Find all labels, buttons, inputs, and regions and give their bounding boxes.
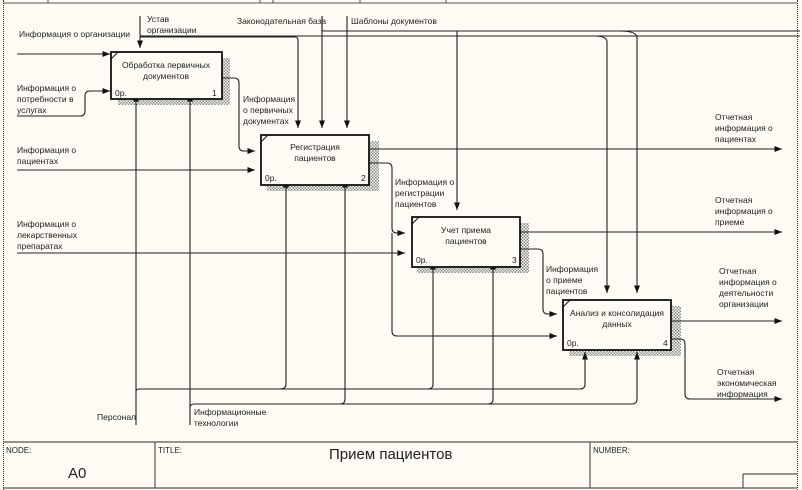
label-patients-info-line: пациентах xyxy=(17,156,59,166)
label-patients-info-line: Информация о xyxy=(17,145,76,155)
box-4-cost: 0р. xyxy=(567,338,579,348)
arrow-staff-to-box3 xyxy=(427,262,437,390)
label-report-economic-line: информация xyxy=(717,389,768,399)
arrow-reception xyxy=(520,248,557,318)
label-charter: Устав организации xyxy=(147,14,197,35)
frame-left-border xyxy=(3,0,4,490)
label-law-base: Законодательная база xyxy=(237,16,326,26)
label-report-patients-line: Отчетная xyxy=(715,112,753,122)
box-2-title-line-1: Регистрация xyxy=(290,142,340,152)
arrow-control-to-box4-a xyxy=(594,35,611,293)
box-2-number: 2 xyxy=(361,173,366,183)
label-charter-line: организации xyxy=(147,25,197,35)
arrow-it-bus xyxy=(189,352,641,409)
label-templates: Шаблоны документов xyxy=(351,16,437,26)
label-registration-line: регистрации xyxy=(395,188,445,198)
label-registration-line: Информация о xyxy=(395,177,454,187)
box-1-cost: 0р. xyxy=(115,88,127,98)
label-drugs-info-line: Информация о xyxy=(17,219,76,229)
box-4-title-line-1: Анализ и консолидация xyxy=(570,308,664,318)
box-3-title-line-1: Учет приема xyxy=(441,225,491,235)
arrow-it-to-box2 xyxy=(339,180,349,405)
footer-frame xyxy=(3,441,797,489)
label-primary-docs: Информация о первичных документах xyxy=(243,94,295,126)
box-3-title-line-2: пациентов xyxy=(445,236,487,246)
label-report-reception-line: информация о xyxy=(715,206,773,216)
label-registration-line: пациентов xyxy=(395,199,437,209)
box-1-number: 1 xyxy=(212,88,217,98)
arrow-it-to-box3 xyxy=(487,262,497,405)
diagram-title: Прием пациентов xyxy=(329,446,452,463)
label-it-line: технологии xyxy=(194,418,238,428)
label-reception-line: Информация xyxy=(546,264,598,274)
label-report-activity-line: информация о xyxy=(719,277,777,287)
label-primary-docs-line: о первичных xyxy=(243,105,294,115)
label-report-economic-line: Отчетная xyxy=(717,367,755,377)
label-drugs-info-line: лекарственных xyxy=(17,230,78,240)
box-1[interactable]: Обработка первичных документов 0р. 1 xyxy=(110,51,223,100)
label-needs-info-line: потребности в xyxy=(17,94,74,104)
arrow-report-economic xyxy=(672,338,782,403)
arrow-staff-bus xyxy=(135,352,589,392)
arrow-primary-docs xyxy=(222,77,255,155)
title-label: TITLE: xyxy=(158,446,182,455)
frame-right-border xyxy=(797,0,798,490)
label-report-patients-line: пациентах xyxy=(715,134,757,144)
box-1-title-line-1: Обработка первичных xyxy=(122,60,211,70)
label-drugs-info: Информация о лекарственных препаратах xyxy=(17,219,78,251)
label-patients-info: Информация о пациентах xyxy=(17,145,76,166)
label-reception-line: пациентов xyxy=(546,286,588,296)
node-label: NODE: xyxy=(6,446,31,455)
box-1-title-line-2: документов xyxy=(143,71,189,81)
label-primary-docs-line: Информация xyxy=(243,94,295,104)
label-primary-docs-line: документах xyxy=(243,116,289,126)
label-it: Информационные технологии xyxy=(194,407,267,428)
arrow-registration xyxy=(370,162,405,237)
arrow-charter xyxy=(139,16,800,37)
label-report-activity-line: Отчетная xyxy=(719,266,757,276)
label-report-activity: Отчетная информация о деятельности орган… xyxy=(719,266,777,309)
label-charter-line: Устав xyxy=(147,14,170,24)
number-label: NUMBER: xyxy=(593,446,630,455)
label-needs-info-line: услугах xyxy=(17,105,47,115)
box-3-cost: 0р. xyxy=(416,255,428,265)
arrow-control-bus-1 xyxy=(140,36,302,128)
arrow-needs-info xyxy=(17,87,110,117)
label-registration: Информация о регистрации пациентов xyxy=(395,177,454,209)
label-reception-line: о приеме xyxy=(546,275,583,285)
label-reception: Информация о приеме пациентов xyxy=(546,264,598,296)
label-report-reception-line: приеме xyxy=(715,217,745,227)
label-report-reception-line: Отчетная xyxy=(715,195,753,205)
label-report-patients-line: информация о xyxy=(715,123,773,133)
top-frame xyxy=(3,0,797,4)
box-2[interactable]: Регистрация пациентов 0р. 2 xyxy=(260,134,370,186)
label-report-reception: Отчетная информация о приеме xyxy=(715,195,773,227)
arrow-staff-to-box2 xyxy=(279,180,290,390)
label-needs-info-line: Информация о xyxy=(17,83,76,93)
label-report-economic-line: экономическая xyxy=(717,378,777,388)
arrows xyxy=(17,16,800,425)
node-value: A0 xyxy=(68,465,86,482)
box-4-number: 4 xyxy=(663,338,668,348)
box-4-title-line-2: данных xyxy=(602,319,632,329)
arrow-box2-to-box4 xyxy=(391,233,557,340)
box-3-number: 3 xyxy=(512,255,517,265)
label-org-info: Информация о организации xyxy=(19,29,130,39)
box-2-cost: 0р. xyxy=(265,173,277,183)
label-staff: Персонал xyxy=(97,412,136,422)
label-report-economic: Отчетная экономическая информация xyxy=(717,367,777,399)
label-it-line: Информационные xyxy=(194,407,267,417)
label-report-activity-line: организации xyxy=(719,299,769,309)
label-report-activity-line: деятельности xyxy=(719,288,773,298)
label-needs-info: Информация о потребности в услугах xyxy=(17,83,76,115)
label-report-patients: Отчетная информация о пациентах xyxy=(715,112,773,144)
box-4[interactable]: Анализ и консолидация данных 0р. 4 xyxy=(562,299,672,351)
label-drugs-info-line: препаратах xyxy=(17,241,63,251)
box-2-title-line-2: пациентов xyxy=(294,153,336,163)
arrow-control-to-box4-b xyxy=(619,30,641,293)
box-3[interactable]: Учет приема пациентов 0р. 3 xyxy=(411,216,521,268)
